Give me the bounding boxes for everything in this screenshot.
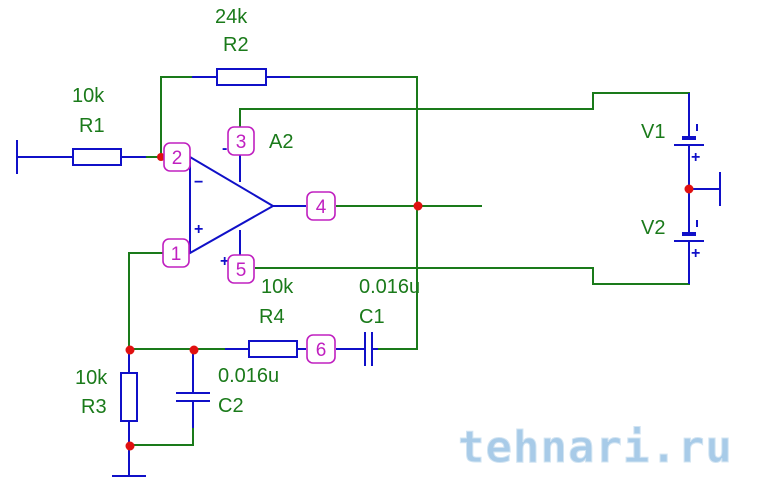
label-opamp-ref: A2 <box>269 131 293 153</box>
wire-v-minus-rail <box>255 267 690 285</box>
node-label-1-text: 1 <box>171 244 182 265</box>
node-label-6-text: 6 <box>316 340 327 361</box>
wire-r3-c2-bottom <box>129 428 194 446</box>
junction-node2 <box>157 153 165 161</box>
pin5-plus-sign: + <box>220 253 229 270</box>
resistor-r4[interactable] <box>248 340 298 358</box>
label-c1-ref: C1 <box>359 306 385 328</box>
junction-r3-bottom <box>125 441 135 451</box>
opamp-inverting-sign: − <box>194 174 203 191</box>
node-label-2-text: 2 <box>172 148 183 169</box>
label-r4-ref: R4 <box>259 306 285 328</box>
label-v2-ref: V2 <box>641 217 665 239</box>
node-label-3[interactable]: 3 <box>227 126 255 156</box>
label-c2-value: 0.016u <box>218 365 279 387</box>
label-r1-value: 10k <box>72 85 105 107</box>
node-label-3-text: 3 <box>236 132 247 153</box>
resistor-r1[interactable] <box>72 148 122 166</box>
node-label-4-text: 4 <box>316 197 327 218</box>
node-label-1[interactable]: 1 <box>162 238 190 268</box>
wire-r2-left <box>160 76 192 157</box>
battery-v2-plus-sign: + <box>691 245 700 262</box>
node-label-4[interactable]: 4 <box>306 191 336 221</box>
wire-r2-right <box>290 76 418 350</box>
junction-r3-top <box>125 345 135 355</box>
resistor-r2[interactable] <box>216 68 267 86</box>
wires <box>128 76 690 446</box>
label-r3-ref: R3 <box>81 396 107 418</box>
pin3-minus-sign: - <box>222 140 227 157</box>
opamp-a2-symbol[interactable] <box>189 155 275 255</box>
junction-output <box>413 201 423 211</box>
resistor-r3[interactable] <box>120 372 138 422</box>
wire-v-plus-rail <box>239 92 690 130</box>
label-r3-value: 10k <box>75 367 108 389</box>
node-label-6[interactable]: 6 <box>306 334 336 364</box>
label-c2-ref: C2 <box>218 395 244 417</box>
label-r2-ref: R2 <box>223 34 249 56</box>
label-r1-ref: R1 <box>79 115 105 137</box>
opamp-noninverting-sign: + <box>194 221 203 238</box>
wire-pin1 <box>128 252 163 349</box>
label-c1-value: 0.016u <box>359 276 420 298</box>
components <box>16 68 721 477</box>
label-v1-ref: V1 <box>641 121 665 143</box>
labels: 10k R1 24k R2 A2 10k R4 0.016u C1 10k R3… <box>72 6 665 418</box>
label-r2-value: 24k <box>215 6 248 28</box>
junction-c2-top <box>189 345 199 355</box>
watermark: tehnari.ru <box>458 422 733 473</box>
battery-v1-plus-sign: + <box>691 149 700 166</box>
node-label-5[interactable]: 5 <box>227 254 255 284</box>
label-r4-value: 10k <box>261 276 294 298</box>
junctions <box>125 153 694 451</box>
node-label-5-text: 5 <box>236 260 247 281</box>
node-label-2[interactable]: 2 <box>163 142 191 172</box>
junction-ground-mid <box>684 184 694 194</box>
